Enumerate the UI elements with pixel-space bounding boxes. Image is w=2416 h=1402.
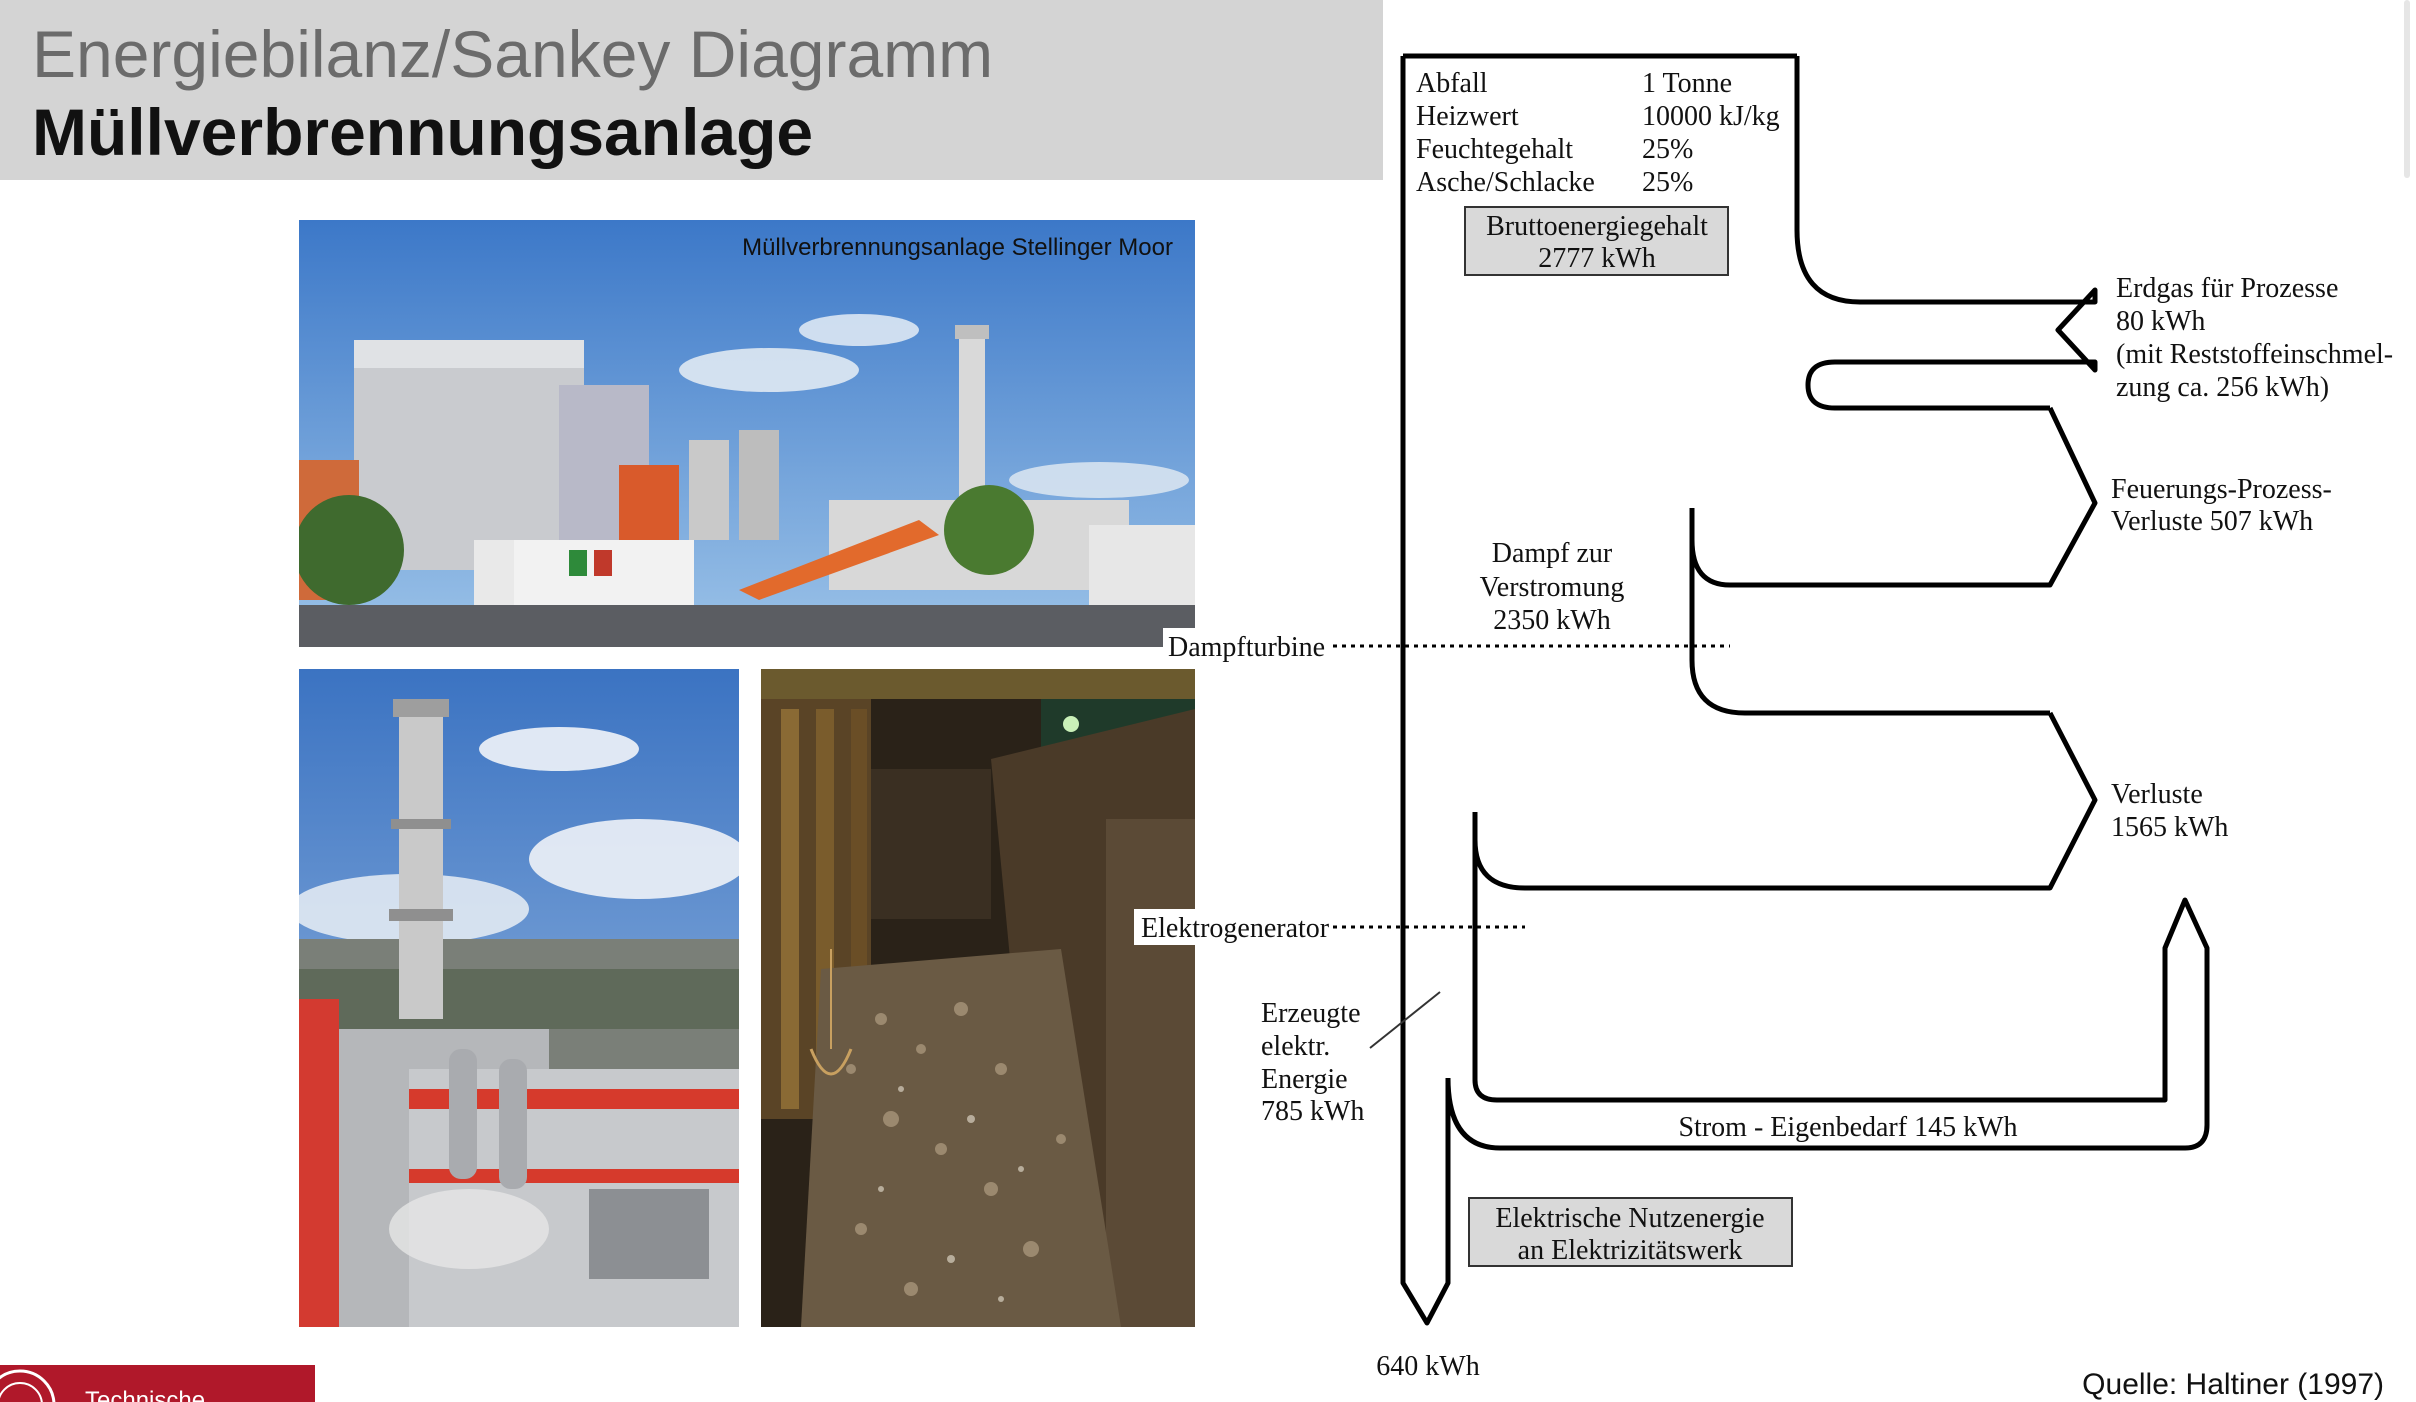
feuerung-value: Verluste 507 kWh xyxy=(2111,506,2313,537)
erzeugt-pointer-line xyxy=(1369,991,1441,1049)
input-table-label: Feuchtegehalt xyxy=(1416,134,1573,165)
logo-text: Technische xyxy=(85,1387,206,1402)
sankey-verluste-arrow xyxy=(1472,711,2098,891)
input-table-value: 10000 kJ/kg xyxy=(1642,101,1780,132)
photo-plant-exterior: Müllverbrennungsanlage Stellinger Moor xyxy=(299,220,1195,647)
erdgas-note-2: zung ca. 256 kWh) xyxy=(2116,372,2329,403)
university-logo: Technische xyxy=(0,1365,315,1402)
verluste-label: Verluste xyxy=(2111,779,2203,810)
slide-title: Energiebilanz/Sankey Diagramm xyxy=(32,17,994,91)
input-table-value: 1 Tonne xyxy=(1642,68,1732,99)
input-table-label: Abfall xyxy=(1416,68,1488,99)
sankey-dampf-edge xyxy=(1689,508,2050,716)
sankey-flow-outline xyxy=(1400,53,2210,1326)
brutto-box xyxy=(1464,206,1729,276)
brutto-label: Bruttoenergiegehalt xyxy=(1486,211,1708,242)
dampfturbine-label: Dampfturbine xyxy=(1168,632,1325,663)
header-band xyxy=(0,0,1383,180)
input-table-label: Heizwert xyxy=(1416,101,1519,132)
slide-subtitle: Müllverbrennungsanlage xyxy=(32,95,814,169)
chimney-image xyxy=(299,669,739,1327)
output-value: 640 kWh xyxy=(1376,1351,1479,1382)
seal-icon xyxy=(0,1369,56,1402)
sankey-erdgas-in xyxy=(1794,56,2098,411)
erzeugt-label-3: Energie xyxy=(1261,1064,1348,1095)
dampf-label: Dampf zur xyxy=(1492,538,1613,569)
erdgas-value: 80 kWh xyxy=(2116,306,2205,337)
plant-exterior-image xyxy=(299,220,1195,647)
source-citation: Quelle: Haltiner (1997) xyxy=(2082,1368,2384,1401)
input-table-label: Asche/Schlacke xyxy=(1416,167,1595,198)
sankey-trunk-left xyxy=(1400,56,1451,1326)
sankey-generator-edge xyxy=(1445,812,2210,1151)
brutto-value: 2777 kWh xyxy=(1538,243,1655,274)
nutzenergie-box xyxy=(1468,1197,1793,1267)
waste-bunker-image xyxy=(761,669,1195,1327)
input-table: Abfall 1 Tonne Heizwert 10000 kJ/kg Feuc… xyxy=(1416,68,1780,198)
erzeugt-label-2: elektr. xyxy=(1261,1031,1330,1062)
scrollbar[interactable] xyxy=(2404,0,2410,178)
dampf-value: 2350 kWh xyxy=(1493,605,1610,636)
erzeugt-value: 785 kWh xyxy=(1261,1096,1364,1127)
sankey-feuerung-arrow xyxy=(1689,406,2098,588)
nutzenergie-label: Elektrische Nutzenergie xyxy=(1495,1203,1764,1234)
feuerung-label: Feuerungs-Prozess- xyxy=(2111,474,2332,505)
erdgas-label: Erdgas für Prozesse xyxy=(2116,273,2338,304)
input-table-value: 25% xyxy=(1642,134,1693,165)
photo-chimney xyxy=(299,669,739,1327)
photo-caption: Müllverbrennungsanlage Stellinger Moor xyxy=(742,234,1173,261)
erzeugt-label: Erzeugte xyxy=(1261,998,1361,1029)
elektrogenerator-label: Elektrogenerator xyxy=(1141,913,1330,944)
strom-label: Strom - Eigenbedarf 145 kWh xyxy=(1678,1112,2017,1143)
photo-waste-bunker xyxy=(761,669,1195,1327)
verluste-value: 1565 kWh xyxy=(2111,812,2228,843)
nutzenergie-label-2: an Elektrizitätswerk xyxy=(1518,1235,1743,1266)
dampf-label-2: Verstromung xyxy=(1480,572,1625,603)
erdgas-note: (mit Reststoffeinschmel- xyxy=(2116,339,2393,370)
input-table-value: 25% xyxy=(1642,167,1693,198)
